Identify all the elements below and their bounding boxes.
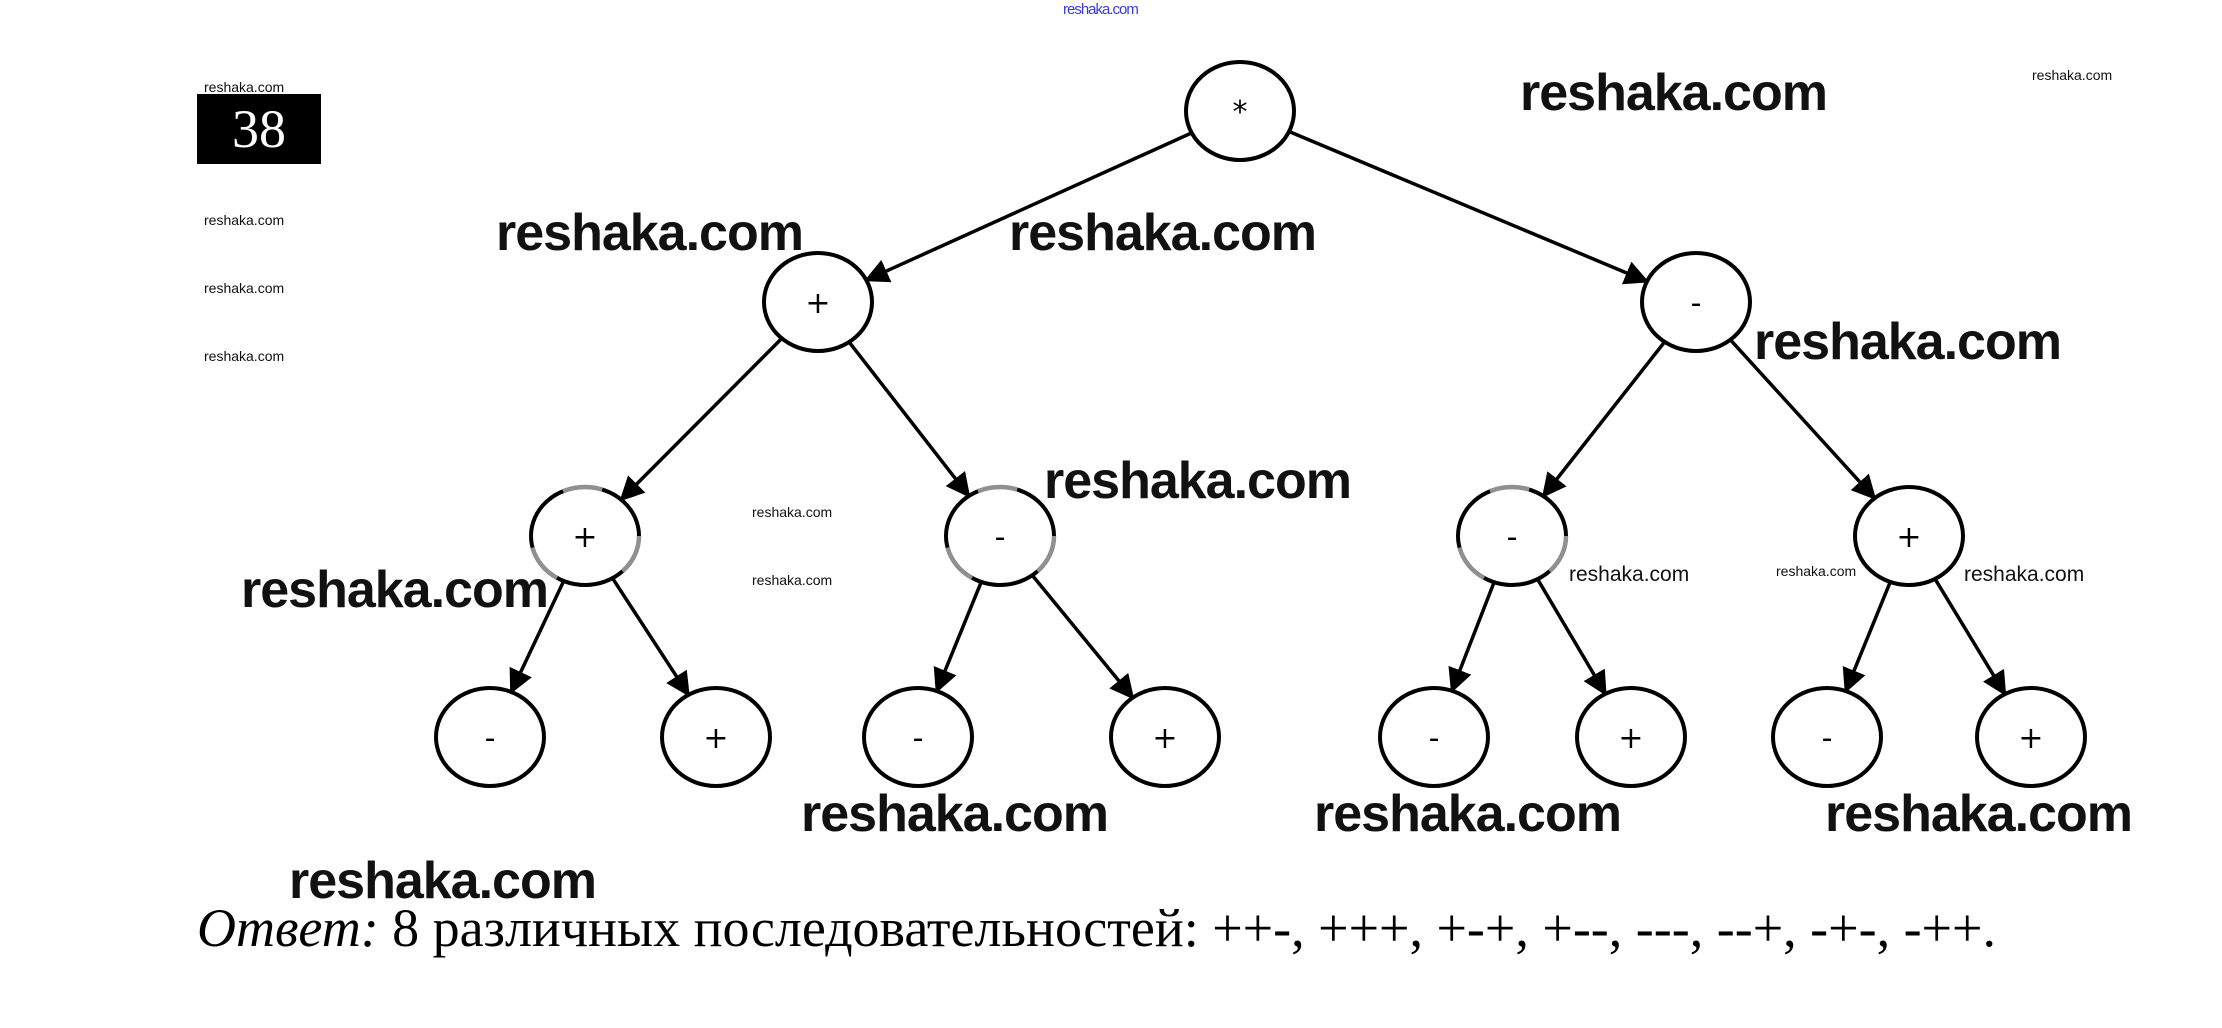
node-circle-faded-arc <box>1455 484 1569 588</box>
watermark-small: reshaka.com <box>204 79 285 95</box>
edge-arrow <box>1448 581 1496 694</box>
watermark-small: reshaka.com <box>204 280 285 296</box>
answer-text: 8 различных последовательностей: ++-, ++… <box>378 898 1996 958</box>
watermark-small: reshaka.com <box>204 212 285 228</box>
task-number: 38 <box>232 99 286 159</box>
node-circle <box>1771 686 1883 788</box>
node-circle <box>1109 686 1221 788</box>
node-symbol: + <box>703 721 728 756</box>
node-symbol: + <box>1152 721 1177 756</box>
watermark-medium: reshaka.com <box>1569 563 1690 586</box>
node-circle <box>862 686 974 788</box>
node-circle <box>1975 686 2087 788</box>
node-symbol: - <box>913 721 924 756</box>
tree-node: + <box>528 484 642 588</box>
watermark-large: reshaka.com <box>1825 785 2133 843</box>
edge-arrow <box>1933 578 2007 697</box>
tree-node: - <box>1378 686 1490 788</box>
node-symbol: - <box>485 721 496 756</box>
edge-arrow <box>1842 581 1892 694</box>
watermark-small: reshaka.com <box>2032 67 2113 83</box>
node-symbol: + <box>805 286 830 321</box>
watermark-large: reshaka.com <box>801 785 1109 843</box>
edge-arrow <box>1729 338 1877 501</box>
node-symbol: * <box>1233 95 1248 130</box>
tree-node: + <box>762 251 874 353</box>
node-circle-faded-arc <box>528 484 642 588</box>
watermark-large: reshaka.com <box>496 204 804 262</box>
node-symbol: - <box>995 520 1006 555</box>
node-circle <box>1575 686 1687 788</box>
watermark-small: reshaka.com <box>752 572 833 588</box>
tree-node: + <box>1853 485 1965 587</box>
watermark-top: reshaka.com <box>1063 1 1139 18</box>
answer-label: Ответ: <box>197 898 379 958</box>
edge-arrow <box>864 131 1193 283</box>
watermark-large: reshaka.com <box>289 852 597 910</box>
edge-arrow <box>933 581 983 694</box>
node-symbol: - <box>1822 721 1833 756</box>
node-circle <box>434 686 546 788</box>
tree-node: - <box>1455 484 1569 588</box>
node-circle <box>660 686 772 788</box>
edge-arrow <box>1536 578 1607 696</box>
node-symbol: + <box>1618 721 1643 756</box>
watermark-large: reshaka.com <box>1314 785 1622 843</box>
node-symbol: - <box>1691 286 1702 321</box>
node-symbol: - <box>1429 721 1440 756</box>
watermark-large: reshaka.com <box>1044 452 1352 510</box>
node-circle <box>1640 251 1752 353</box>
node-circle <box>1853 485 1965 587</box>
watermark-medium: reshaka.com <box>1964 563 2085 586</box>
tree-node: - <box>434 686 546 788</box>
tree-node: - <box>1771 686 1883 788</box>
edge-arrow <box>1541 340 1667 499</box>
node-symbol: + <box>1896 520 1921 555</box>
watermark-large: reshaka.com <box>1520 64 1828 122</box>
tree-node: - <box>943 484 1057 588</box>
watermark-small: reshaka.com <box>752 504 833 520</box>
tree-node: + <box>1975 686 2087 788</box>
answer-line: Ответ: 8 различных последовательностей: … <box>197 897 1996 959</box>
tree-node: * <box>1184 60 1296 162</box>
edge-arrow <box>509 580 566 695</box>
node-circle-faded-arc <box>943 484 1057 588</box>
watermark-small: reshaka.com <box>204 348 285 364</box>
node-circle <box>762 251 874 353</box>
edge-arrow <box>1288 129 1650 285</box>
watermark-large: reshaka.com <box>241 561 549 619</box>
task-number-badge: 38 <box>197 94 321 164</box>
node-symbol: - <box>1507 520 1518 555</box>
tree-node: - <box>862 686 974 788</box>
tree-edges <box>509 129 2007 700</box>
tree-node: + <box>660 686 772 788</box>
node-circle <box>1184 60 1296 162</box>
tree-node: + <box>1575 686 1687 788</box>
node-symbol: + <box>2018 721 2043 756</box>
node-circle <box>1378 686 1490 788</box>
watermark-large: reshaka.com <box>1754 313 2062 371</box>
tree-nodes: * + - + - - + - + - + - + - + <box>434 60 2087 788</box>
edge-arrow <box>1030 574 1135 700</box>
tree-node: + <box>1109 686 1221 788</box>
edge-arrow <box>611 577 690 697</box>
watermark-small: reshaka.com <box>1776 563 1857 579</box>
node-symbol: + <box>572 520 597 555</box>
edge-arrow <box>619 337 784 502</box>
watermark-large: reshaka.com <box>1009 204 1317 262</box>
tree-node: - <box>1640 251 1752 353</box>
edge-arrow <box>847 340 971 498</box>
